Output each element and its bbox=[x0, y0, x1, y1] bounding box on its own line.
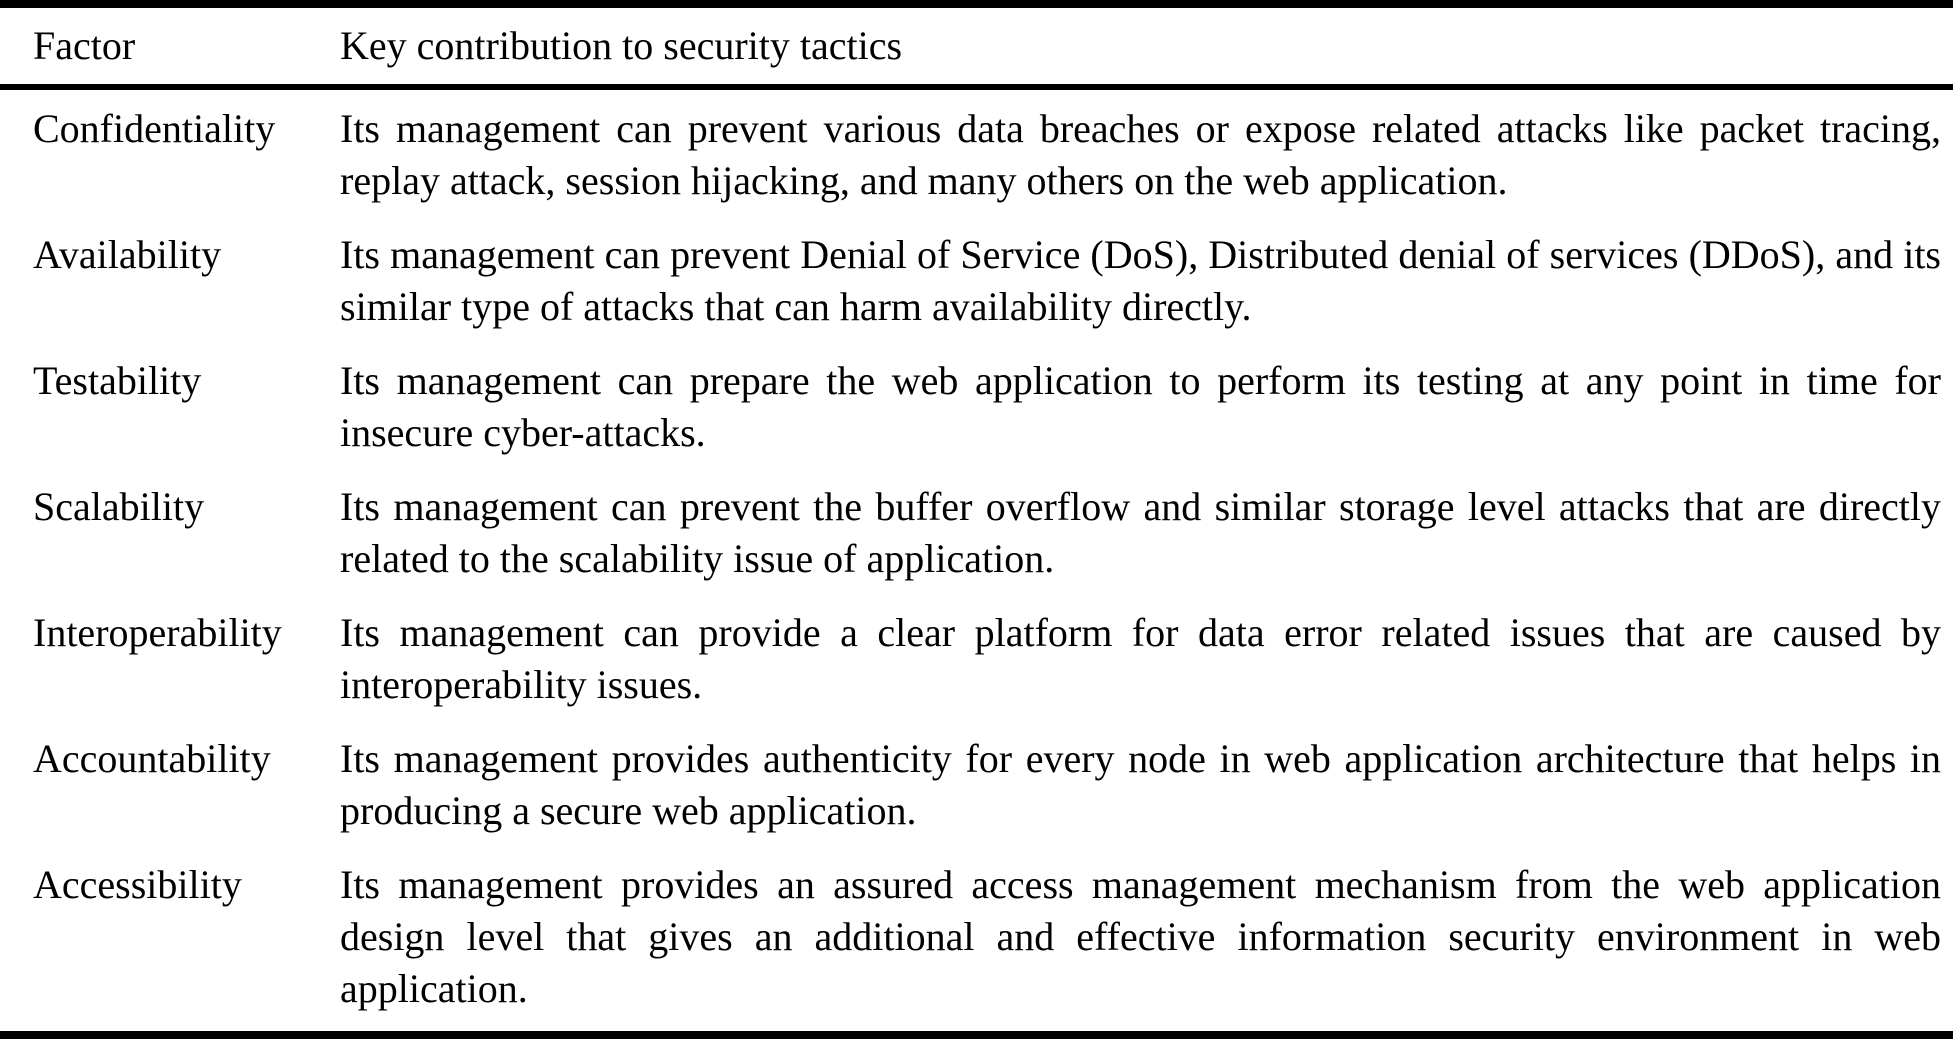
contribution-cell: Its management can prevent various data … bbox=[340, 106, 1941, 203]
factor-cell: Accessibility bbox=[33, 862, 242, 907]
table-row: Availability Its management can prevent … bbox=[0, 229, 1953, 333]
table-row: Accountability Its management provides a… bbox=[0, 733, 1953, 837]
table-row: Confidentiality Its management can preve… bbox=[0, 103, 1953, 207]
column-header-contribution: Key contribution to security tactics bbox=[340, 23, 903, 68]
table-row: Interoperability Its management can prov… bbox=[0, 607, 1953, 711]
column-header-factor: Factor bbox=[33, 23, 136, 68]
contribution-cell: Its management provides an assured acces… bbox=[340, 862, 1941, 1011]
table-row: Scalability Its management can prevent t… bbox=[0, 481, 1953, 585]
table-body: Confidentiality Its management can preve… bbox=[0, 90, 1953, 1031]
factor-cell: Testability bbox=[33, 358, 202, 403]
contribution-cell: Its management provides authenticity for… bbox=[340, 736, 1941, 833]
contribution-cell: Its management can prevent Denial of Ser… bbox=[340, 232, 1941, 329]
factor-cell: Confidentiality bbox=[33, 106, 276, 151]
table-row: Testability Its management can prepare t… bbox=[0, 355, 1953, 459]
contribution-cell: Its management can provide a clear platf… bbox=[340, 610, 1941, 707]
factor-cell: Scalability bbox=[33, 484, 205, 529]
factor-cell: Interoperability bbox=[33, 610, 282, 655]
contribution-cell: Its management can prevent the buffer ov… bbox=[340, 484, 1941, 581]
factor-cell: Availability bbox=[33, 232, 222, 277]
factor-cell: Accountability bbox=[33, 736, 271, 781]
contribution-cell: Its management can prepare the web appli… bbox=[340, 358, 1941, 455]
table-header-row: Factor Key contribution to security tact… bbox=[0, 8, 1953, 90]
table-row: Accessibility Its management provides an… bbox=[0, 859, 1953, 1015]
